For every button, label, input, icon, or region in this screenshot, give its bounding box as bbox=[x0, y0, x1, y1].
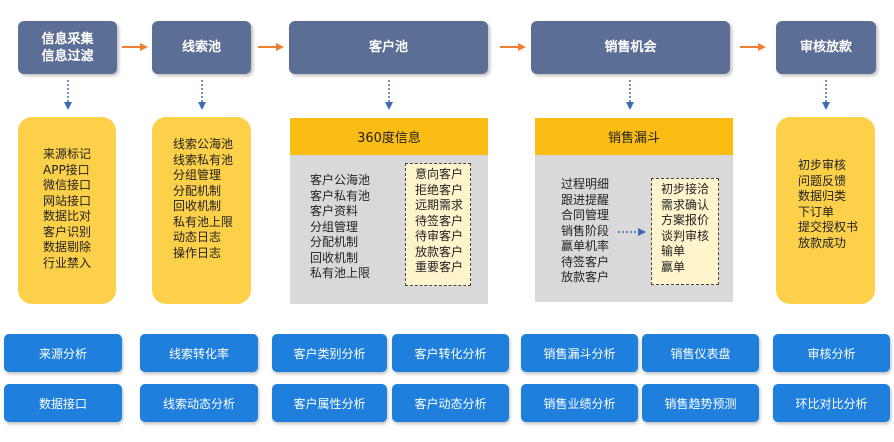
sales-forecast-button[interactable]: 销售趋势预测 bbox=[642, 384, 759, 422]
period-comparison-button[interactable]: 环比对比分析 bbox=[773, 384, 890, 422]
list-item: 微信接口 bbox=[43, 178, 92, 192]
stage-item: 赢单 bbox=[661, 259, 686, 274]
list-item: 合同管理 bbox=[561, 208, 610, 222]
list-item: 待签客户 bbox=[561, 254, 610, 269]
list-item: 分组管理 bbox=[173, 168, 222, 182]
sales-funnel-button[interactable]: 销售漏斗分析 bbox=[521, 334, 638, 372]
list-item: 过程明细 bbox=[561, 177, 610, 191]
stage-label: 线索池 bbox=[181, 40, 221, 55]
stage-label: 审核放款 bbox=[799, 40, 852, 55]
flow-arrow-icon bbox=[122, 43, 148, 51]
stage-item: 初步接洽 bbox=[661, 182, 710, 196]
list-item: 线索公海池 bbox=[173, 137, 234, 151]
source-list: 来源标记 APP接口 微信接口 网站接口 数据比对 客户识别 数据剔除 行业禁入 bbox=[43, 147, 91, 271]
audit-analysis-button[interactable]: 审核分析 bbox=[773, 334, 890, 372]
list-item: 分配机制 bbox=[173, 183, 222, 198]
stage-sales-opportunity: 销售机会 bbox=[531, 21, 730, 74]
lead-list: 线索公海池 线索私有池 分组管理 分配机制 回收机制 私有池上限 动态日志 操作… bbox=[173, 137, 233, 261]
tag-item: 待审客户 bbox=[415, 229, 464, 243]
tag-item: 远期需求 bbox=[415, 198, 464, 212]
list-item: 客户资料 bbox=[310, 204, 359, 218]
list-item: 回收机制 bbox=[173, 199, 222, 213]
customer-tags: 意向客户 拒绝客户 远期需求 待签客户 待审客户 放款客户 重要客户 bbox=[405, 163, 471, 286]
list-item: 数据剔除 bbox=[43, 240, 92, 254]
flow-arrow-icon bbox=[500, 43, 526, 51]
list-item: 数据归类 bbox=[798, 189, 847, 203]
down-arrow-icon bbox=[198, 80, 206, 110]
list-item: 网站接口 bbox=[43, 193, 92, 208]
list-item: 线索私有池 bbox=[173, 152, 234, 167]
down-arrow-icon bbox=[64, 80, 72, 110]
customer-box-title: 360度信息 bbox=[290, 118, 488, 155]
stage-info-collection: 信息采集信息过滤 bbox=[18, 21, 117, 74]
source-box: 来源标记 APP接口 微信接口 网站接口 数据比对 客户识别 数据剔除 行业禁入 bbox=[18, 117, 116, 304]
list-item: 客户公海池 bbox=[310, 173, 371, 187]
stage-item: 谈判审核 bbox=[661, 228, 710, 243]
sales-dashboard-button[interactable]: 销售仪表盘 bbox=[642, 334, 759, 372]
list-item: 放款成功 bbox=[798, 235, 847, 250]
data-interface-button[interactable]: 数据接口 bbox=[4, 384, 122, 422]
audit-box: 初步审核 问题反馈 数据归类 下订单 提交授权书 放款成功 bbox=[776, 117, 875, 304]
list-item: 数据比对 bbox=[43, 209, 92, 223]
list-item: 客户私有池 bbox=[310, 188, 371, 203]
sales-list: 过程明细 跟进提醒 合同管理 销售阶段 赢单机率 待签客户 放款客户 bbox=[561, 177, 609, 286]
sales-stages: 初步接洽 需求确认 方案报价 谈判审核 输单 赢单 bbox=[651, 178, 719, 285]
list-item: 初步审核 bbox=[798, 158, 847, 172]
customer-category-button[interactable]: 客户类别分析 bbox=[272, 334, 387, 372]
stage-audit-loan: 审核放款 bbox=[776, 21, 876, 74]
stage-label: 信息采集 bbox=[41, 31, 94, 47]
list-item: 动态日志 bbox=[173, 230, 222, 244]
down-arrow-icon bbox=[626, 80, 634, 110]
lead-conversion-button[interactable]: 线索转化率 bbox=[140, 334, 258, 372]
list-item: 私有池上限 bbox=[173, 214, 234, 229]
flow-arrow-icon bbox=[740, 43, 766, 51]
source-analysis-button[interactable]: 来源分析 bbox=[4, 334, 122, 372]
stage-item: 输单 bbox=[661, 244, 686, 258]
tag-item: 待签客户 bbox=[415, 213, 464, 228]
list-item: 销售阶段 bbox=[561, 223, 610, 238]
customer-conversion-button[interactable]: 客户转化分析 bbox=[392, 334, 509, 372]
stage-label: 客户池 bbox=[368, 40, 408, 55]
list-item: 分组管理 bbox=[310, 219, 359, 234]
right-arrow-icon bbox=[618, 228, 646, 236]
list-item: 跟进提醒 bbox=[561, 192, 610, 207]
tag-item: 意向客户 bbox=[415, 167, 464, 181]
list-item: 放款客户 bbox=[561, 270, 610, 284]
list-item: 下订单 bbox=[798, 204, 835, 219]
list-item: 私有池上限 bbox=[310, 266, 371, 280]
tag-item: 拒绝客户 bbox=[415, 182, 464, 197]
tag-item: 放款客户 bbox=[415, 244, 464, 259]
stage-customer-pool: 客户池 bbox=[289, 21, 488, 74]
stage-item: 需求确认 bbox=[661, 197, 710, 212]
stage-label: 销售机会 bbox=[604, 40, 657, 55]
list-item: 问题反馈 bbox=[798, 173, 847, 188]
down-arrow-icon bbox=[822, 80, 830, 110]
list-item: 客户识别 bbox=[43, 224, 92, 239]
list-item: 赢单机率 bbox=[561, 239, 610, 253]
customer-dynamics-button[interactable]: 客户动态分析 bbox=[392, 384, 509, 422]
stage-lead-pool: 线索池 bbox=[152, 21, 251, 74]
sales-performance-button[interactable]: 销售业绩分析 bbox=[521, 384, 638, 422]
flow-arrow-icon bbox=[258, 43, 284, 51]
customer-list: 客户公海池 客户私有池 客户资料 分组管理 分配机制 回收机制 私有池上限 bbox=[310, 173, 370, 282]
list-item: 操作日志 bbox=[173, 245, 222, 260]
stage-item: 方案报价 bbox=[661, 213, 710, 227]
lead-dynamics-button[interactable]: 线索动态分析 bbox=[140, 384, 258, 422]
list-item: 回收机制 bbox=[310, 250, 359, 265]
list-item: 行业禁入 bbox=[43, 255, 92, 270]
audit-list: 初步审核 问题反馈 数据归类 下订单 提交授权书 放款成功 bbox=[798, 158, 858, 251]
customer-attribute-button[interactable]: 客户属性分析 bbox=[272, 384, 387, 422]
list-item: 来源标记 bbox=[43, 147, 92, 161]
list-item: 提交授权书 bbox=[798, 220, 859, 234]
list-item: APP接口 bbox=[43, 162, 90, 177]
tag-item: 重要客户 bbox=[415, 260, 464, 274]
list-item: 分配机制 bbox=[310, 235, 359, 249]
lead-box: 线索公海池 线索私有池 分组管理 分配机制 回收机制 私有池上限 动态日志 操作… bbox=[152, 117, 251, 304]
down-arrow-icon bbox=[385, 80, 393, 110]
sales-box-title: 销售漏斗 bbox=[535, 118, 733, 155]
stage-label: 信息过滤 bbox=[41, 48, 94, 64]
